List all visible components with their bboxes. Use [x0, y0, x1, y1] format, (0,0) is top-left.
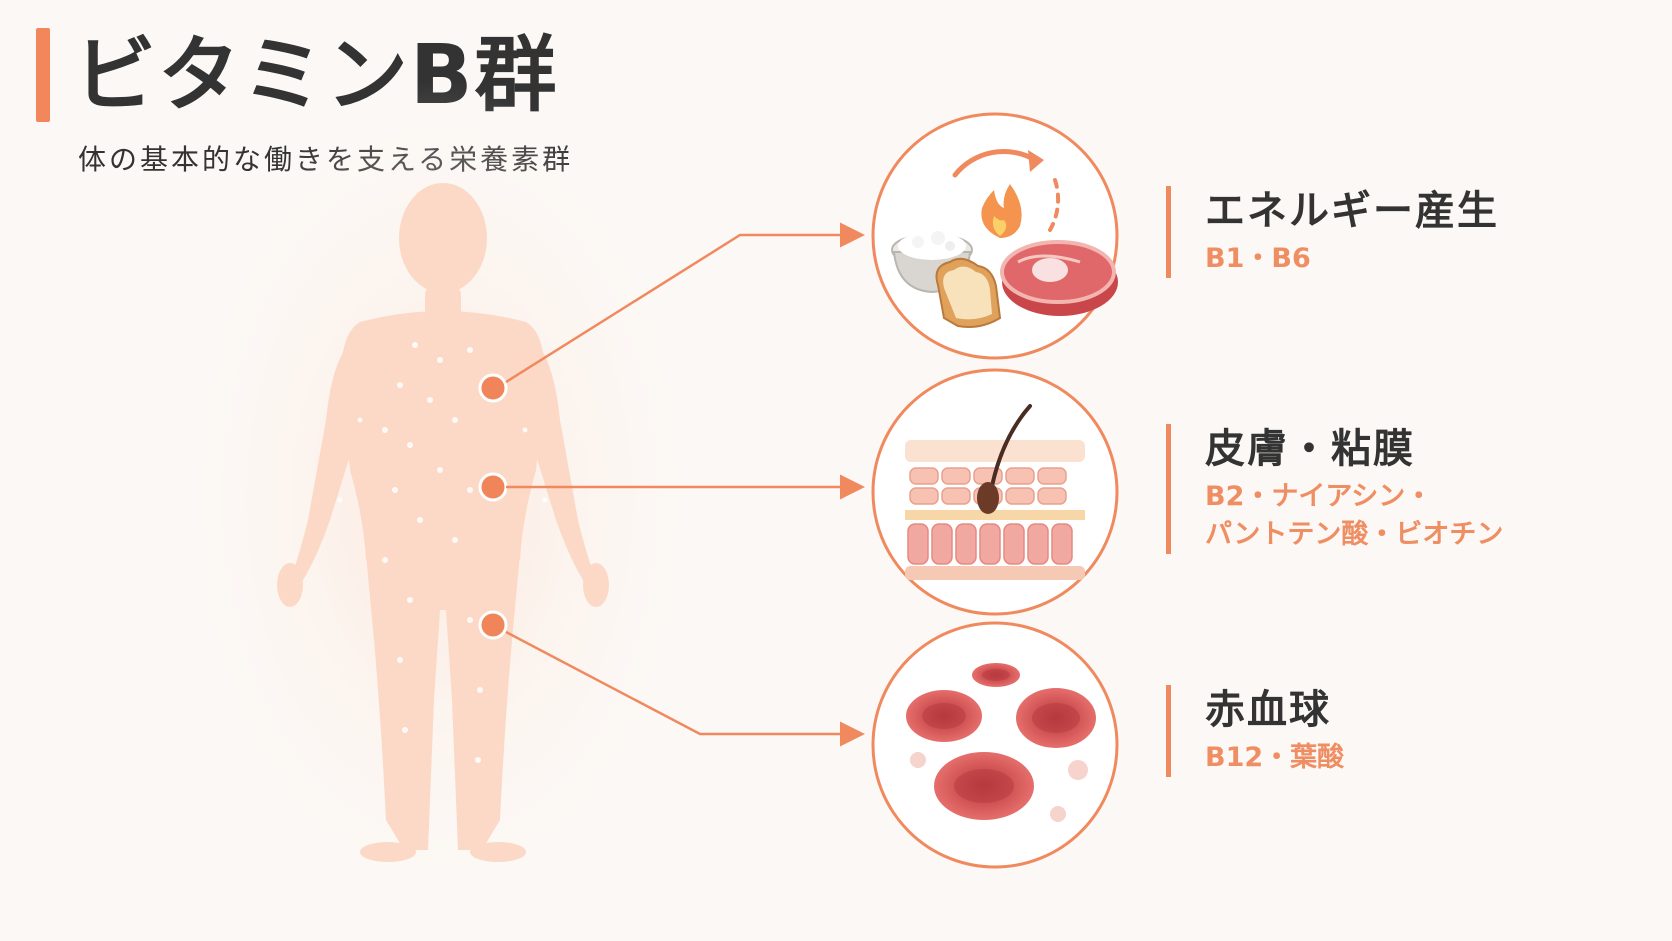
function-title-blood: 赤血球	[1205, 687, 1331, 733]
human-body-icon	[277, 183, 609, 862]
connector-blood	[505, 630, 865, 747]
body-points	[478, 373, 508, 640]
connector-energy	[505, 222, 865, 384]
function-vitamins-skin-line1: B2・ナイアシン・	[1205, 481, 1433, 512]
function-vitamins-skin-line2: パントテン酸・ビオチン	[1205, 519, 1504, 550]
function-vitamins-blood: B12・葉酸	[1205, 742, 1345, 773]
function-title-skin: 皮膚・粘膜	[1205, 426, 1415, 472]
energy-food-icon	[871, 112, 1119, 360]
body-network-dots	[337, 342, 548, 763]
connector-lines	[505, 222, 865, 747]
skin-layers-icon	[871, 368, 1119, 616]
point-blood	[478, 610, 508, 640]
function-vitamins-energy: B1・B6	[1205, 243, 1311, 274]
point-skin	[478, 472, 508, 502]
function-label-blood: 赤血球 B12・葉酸	[1166, 685, 1344, 777]
red-blood-cells-icon	[871, 621, 1119, 869]
point-energy	[478, 373, 508, 403]
function-label-energy: エネルギー産生 B1・B6	[1166, 186, 1499, 278]
function-label-skin: 皮膚・粘膜 B2・ナイアシン・ パントテン酸・ビオチン	[1166, 424, 1503, 554]
title-accent-bar	[36, 28, 50, 122]
function-title-energy: エネルギー産生	[1205, 188, 1499, 234]
